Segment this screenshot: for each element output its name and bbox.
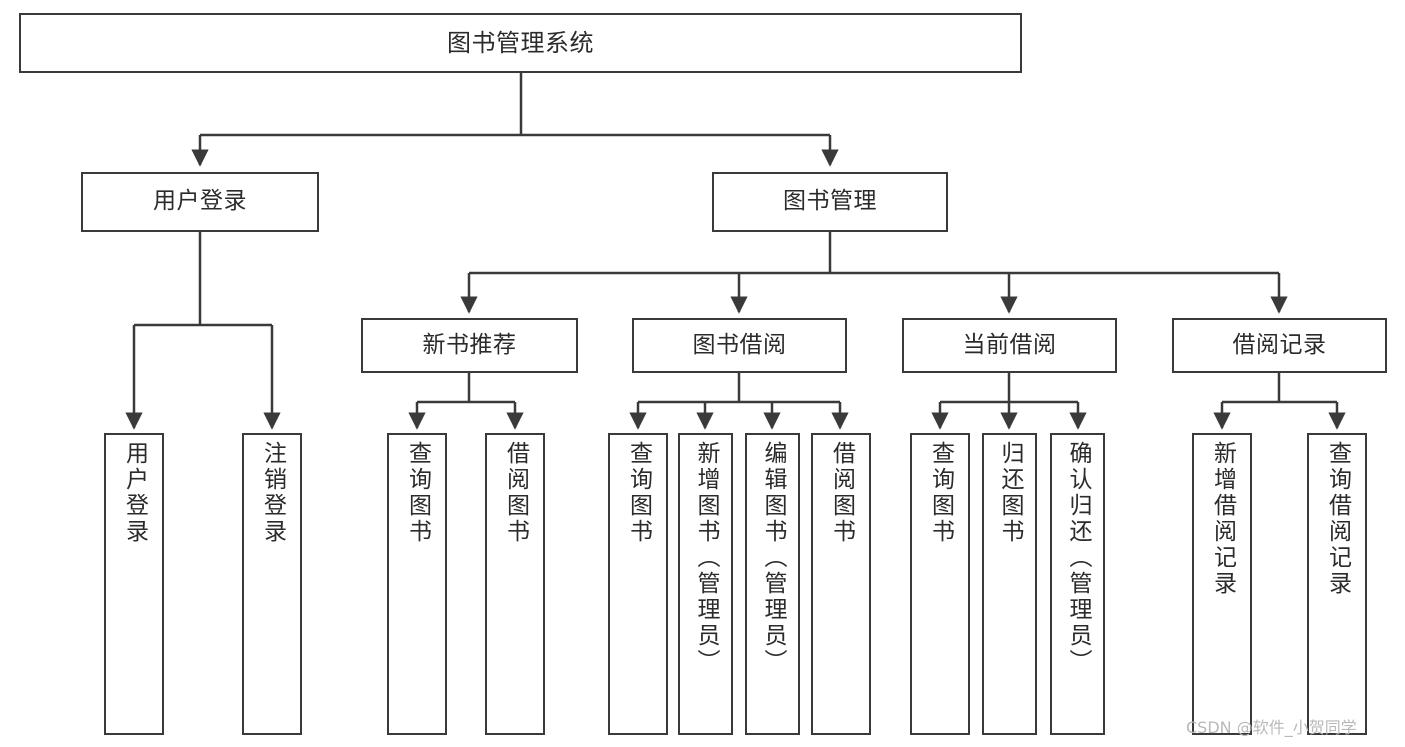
csdn-watermark: CSDN @软件_小贺同学 (1186, 718, 1357, 737)
node-label: 注销登录 (259, 441, 286, 545)
leaf-borrow-book-recommend[interactable]: 借阅图书 (485, 433, 545, 735)
node-borrow-record[interactable]: 借阅记录 (1172, 318, 1387, 373)
leaf-query-book-current[interactable]: 查询图书 (910, 433, 970, 735)
node-label: 借阅记录 (1232, 331, 1327, 358)
leaf-query-borrow-record[interactable]: 查询借阅记录 (1307, 433, 1367, 735)
node-new-book-recommend[interactable]: 新书推荐 (361, 318, 578, 373)
node-label: 查询图书 (625, 441, 652, 545)
node-label: 编辑图书（管理员） (760, 441, 786, 675)
node-label: 新增借阅记录 (1209, 441, 1236, 597)
node-user-login[interactable]: 用户登录 (81, 172, 319, 232)
node-label: 图书管理 (783, 188, 877, 215)
node-label: 查询借阅记录 (1324, 441, 1351, 597)
node-label: 新书推荐 (422, 331, 517, 358)
leaf-add-borrow-record[interactable]: 新增借阅记录 (1192, 433, 1252, 735)
node-label: 图书管理系统 (447, 28, 594, 57)
node-label: 借阅图书 (502, 441, 529, 545)
node-label: 新增图书（管理员） (693, 441, 719, 675)
node-label: 查询图书 (404, 441, 431, 545)
node-label: 确认归还（管理员） (1065, 441, 1091, 675)
leaf-edit-book-admin[interactable]: 编辑图书（管理员） (745, 433, 800, 735)
node-label: 当前借阅 (962, 331, 1057, 358)
node-book-management[interactable]: 图书管理 (712, 172, 948, 232)
leaf-return-book[interactable]: 归还图书 (982, 433, 1037, 735)
node-current-borrow[interactable]: 当前借阅 (902, 318, 1117, 373)
leaf-confirm-return-admin[interactable]: 确认归还（管理员） (1050, 433, 1105, 735)
leaf-add-book-admin[interactable]: 新增图书（管理员） (678, 433, 733, 735)
node-root-system[interactable]: 图书管理系统 (19, 13, 1022, 73)
node-label: 用户登录 (153, 188, 247, 215)
leaf-query-book-borrow[interactable]: 查询图书 (608, 433, 668, 735)
leaf-query-book-recommend[interactable]: 查询图书 (387, 433, 447, 735)
node-book-borrow[interactable]: 图书借阅 (632, 318, 847, 373)
node-label: 用户登录 (121, 441, 148, 545)
leaf-borrow-book[interactable]: 借阅图书 (811, 433, 871, 735)
leaf-user-login[interactable]: 用户登录 (104, 433, 164, 735)
node-label: 查询图书 (927, 441, 954, 545)
leaf-logout[interactable]: 注销登录 (242, 433, 302, 735)
node-label: 图书借阅 (692, 331, 787, 358)
node-label: 归还图书 (997, 441, 1023, 545)
node-label: 借阅图书 (828, 441, 855, 545)
